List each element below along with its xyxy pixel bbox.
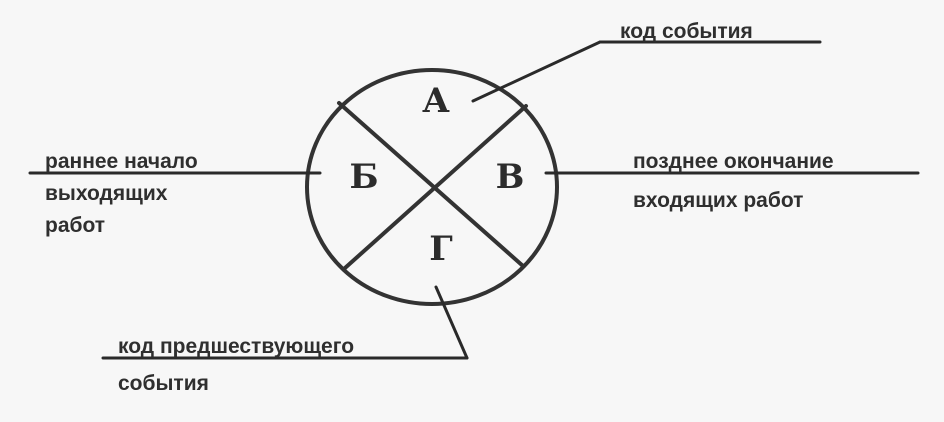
divider-diagonal-down <box>337 101 525 268</box>
early-start-label-line1: раннее начало <box>45 150 198 173</box>
event-code-pointer <box>471 40 602 103</box>
sector-bottom-letter: Г <box>429 229 453 269</box>
early-start-label-line3: работ <box>45 214 105 237</box>
event-code-label: код события <box>620 20 753 43</box>
predecessor-code-label-line1: код предшествующего <box>118 335 354 358</box>
predecessor-code-label-line2: события <box>118 372 209 395</box>
event-circle <box>305 68 559 306</box>
sector-right-letter: В <box>496 157 525 197</box>
divider-diagonal-up <box>343 104 528 270</box>
late-finish-label-line2: входящих работ <box>633 189 803 212</box>
predecessor-code-pointer <box>434 285 469 360</box>
late-finish-label-line1: позднее окончание <box>633 150 834 173</box>
sector-left-letter: Б <box>349 157 378 197</box>
sector-top-letter: А <box>422 81 450 121</box>
early-start-label-line2: выходящих <box>45 182 168 205</box>
